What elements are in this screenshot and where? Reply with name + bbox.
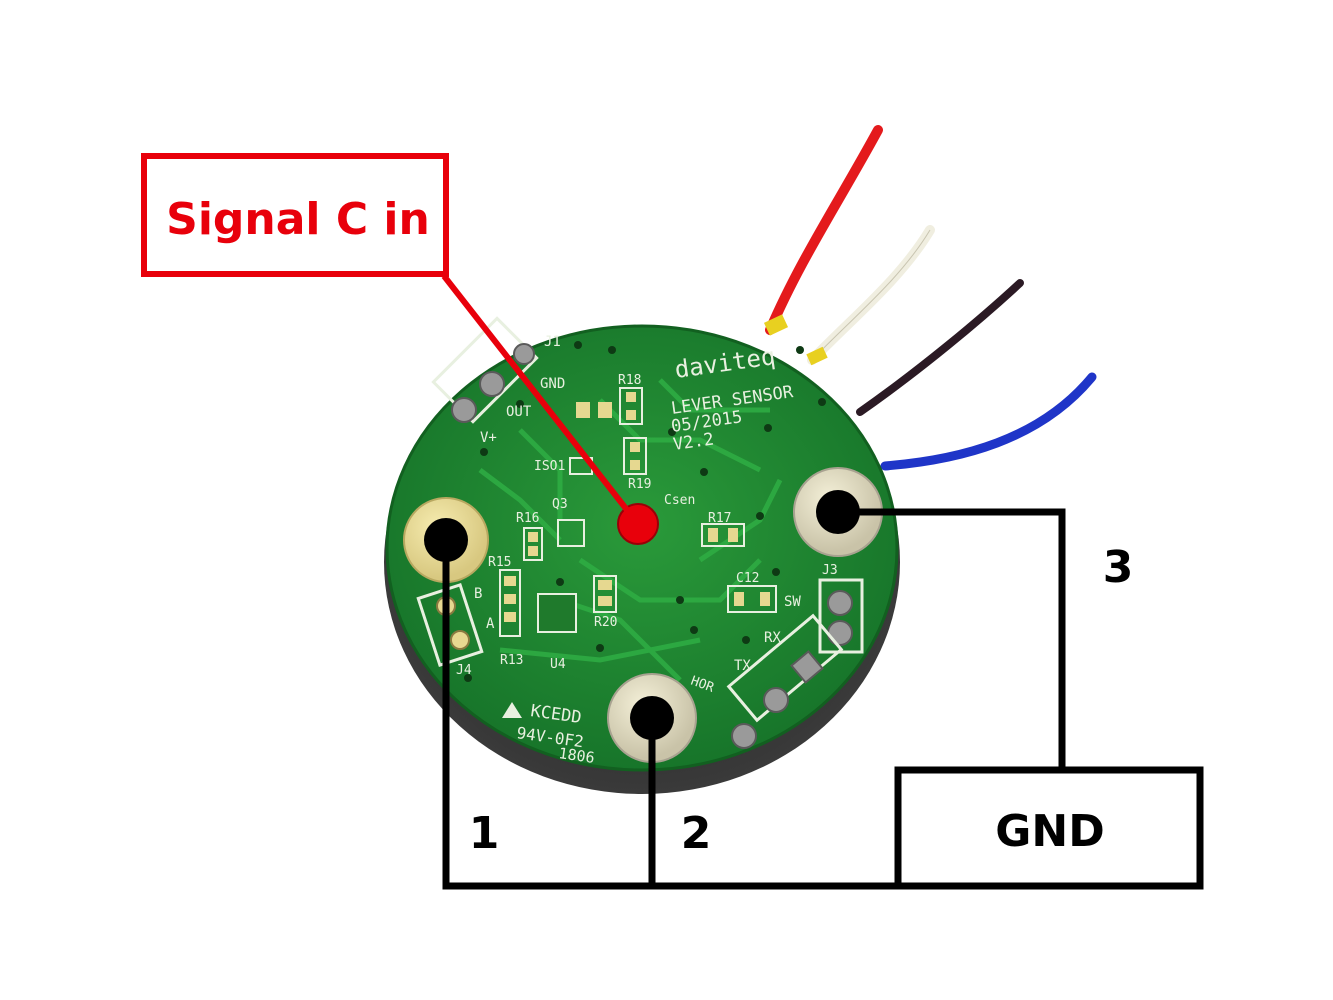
- pcb-marking-3: 1806: [557, 744, 595, 767]
- prog-header: [726, 613, 844, 749]
- callout-leader: [441, 274, 641, 526]
- smd-components: [499, 387, 777, 637]
- callout-label: Signal C in: [166, 194, 430, 245]
- wiring-overlay: [442, 508, 1066, 890]
- pcb-disc: [385, 324, 899, 772]
- black-wire: [856, 279, 1024, 416]
- silk-r20: R20: [594, 615, 617, 630]
- gnd-box: [894, 766, 1204, 890]
- silk-gnd: GND: [540, 376, 565, 392]
- j1-connector: [431, 316, 539, 424]
- j3-connector: [818, 578, 864, 654]
- j1-pin: [451, 397, 477, 423]
- ul-mark-icon: [502, 702, 522, 718]
- silk-tx: TX: [734, 658, 751, 674]
- silkscreen-labels: daviteq LEVER SENSOR 05/2015 V2.2 J1 GND…: [456, 334, 838, 767]
- j1-outline: [431, 316, 539, 424]
- silk-q3: Q3: [552, 497, 568, 512]
- silk-out: OUT: [506, 404, 532, 420]
- silk-iso1: ISO1: [534, 459, 565, 474]
- gnd-block: GND: [894, 766, 1204, 890]
- j1-pin: [513, 343, 535, 365]
- pad2-label: 2: [681, 808, 712, 859]
- wire-pad1: [442, 540, 898, 890]
- silk-r17: R17: [708, 511, 731, 526]
- silk-sw: SW: [784, 594, 801, 610]
- pad2-dot: [630, 696, 674, 740]
- silk-r19: R19: [628, 477, 651, 492]
- pad3-label: 3: [1103, 542, 1134, 593]
- silk-a: A: [486, 616, 495, 632]
- j1-pin: [479, 371, 505, 397]
- silk-j3: J3: [822, 563, 838, 578]
- silk-j4: J4: [456, 663, 472, 678]
- blue-wire: [880, 372, 1097, 471]
- pad3-dot: [816, 490, 860, 534]
- silk-r13: R13: [500, 653, 523, 668]
- silk-j1: J1: [544, 334, 561, 350]
- wire-sleeve: [763, 314, 789, 336]
- wire-pad3: [838, 508, 1066, 770]
- signal-callout: Signal C in: [141, 153, 449, 277]
- silk-u4: U4: [550, 657, 566, 672]
- silk-r18: R18: [618, 373, 641, 388]
- silk-b: B: [474, 586, 482, 602]
- u4-chip: [537, 593, 577, 633]
- silk-vplus: V+: [480, 430, 497, 446]
- silk-c12: C12: [736, 571, 759, 586]
- pad1-label: 1: [469, 808, 500, 859]
- white-wire: [807, 225, 935, 365]
- j4-connector: [416, 583, 484, 667]
- gnd-label: GND: [995, 806, 1104, 857]
- callout-box: [141, 153, 449, 277]
- silk-rx: RX: [764, 630, 781, 646]
- silk-r16: R16: [516, 511, 539, 526]
- wire-sleeve: [806, 346, 828, 366]
- pad1-dot: [424, 518, 468, 562]
- pcb-vias: [464, 341, 826, 694]
- pcb-board: daviteq LEVER SENSOR 05/2015 V2.2 J1 GND…: [385, 316, 899, 772]
- silk-r15: R15: [488, 555, 511, 570]
- red-wire: [765, 125, 883, 335]
- white-wire-edge: [811, 229, 931, 361]
- sensor-wires: [763, 125, 1097, 471]
- silk-csen: Csen: [664, 493, 695, 508]
